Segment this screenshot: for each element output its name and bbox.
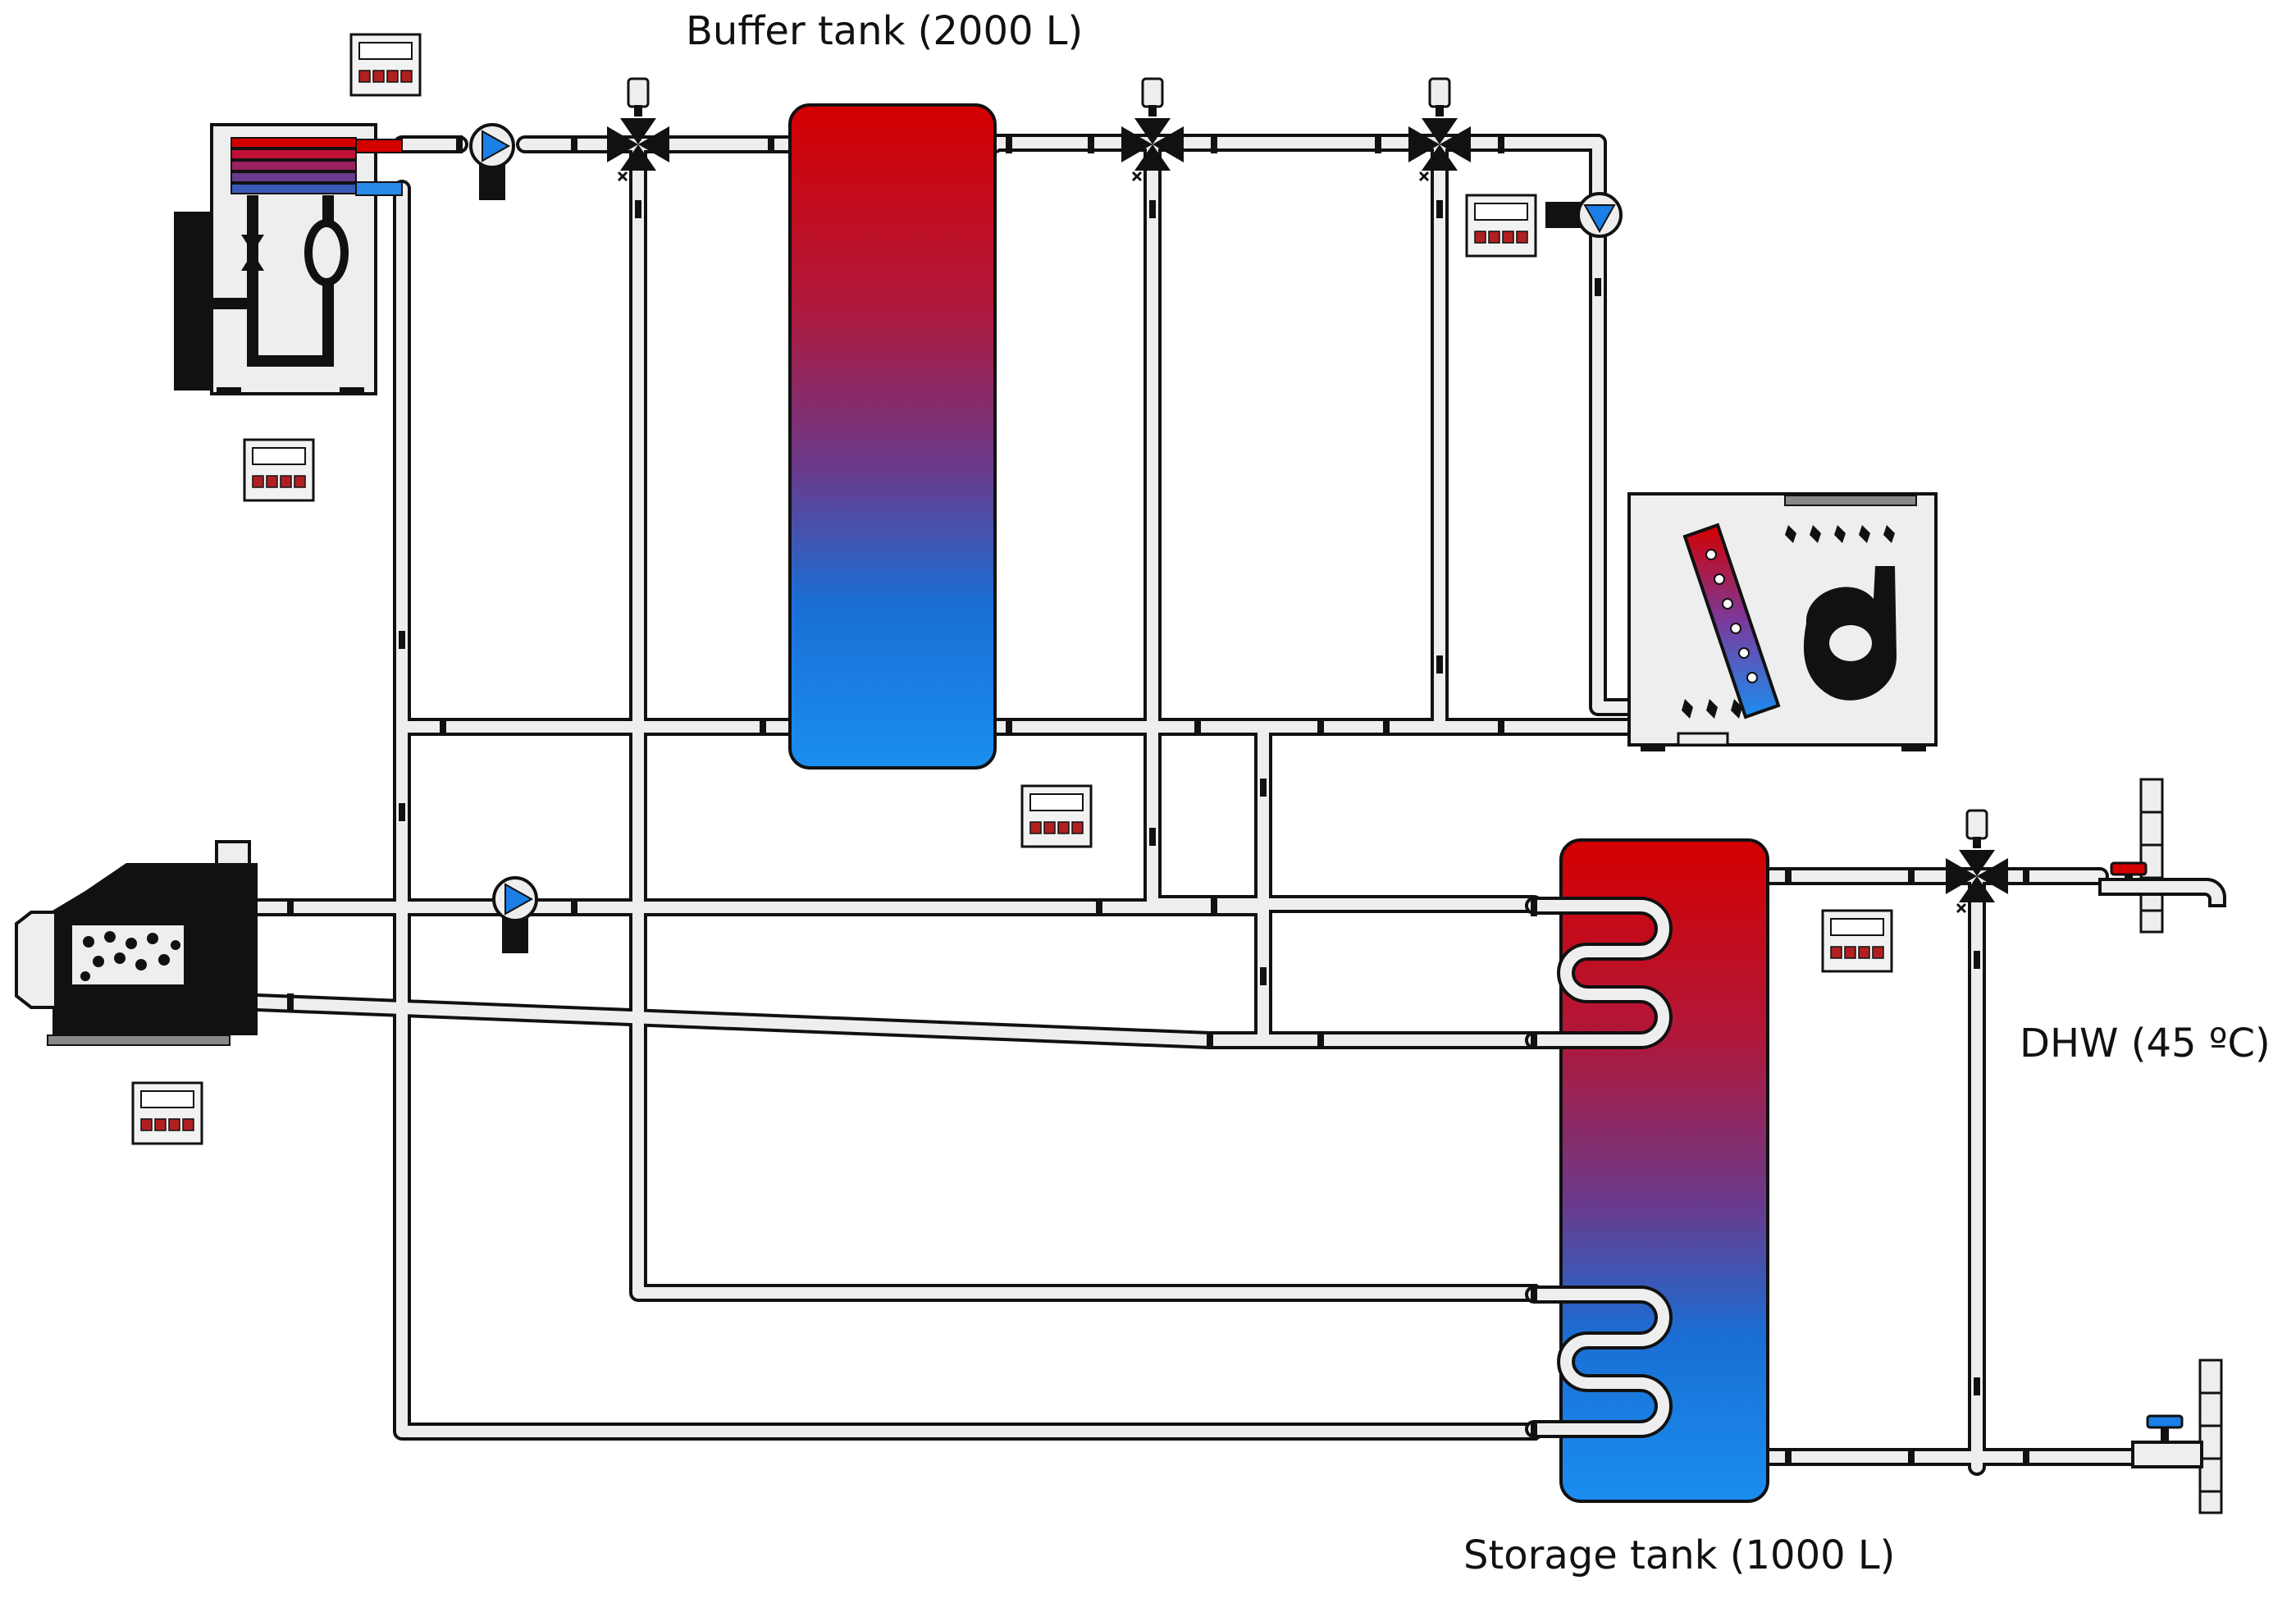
three-way-mixing-valve-icon — [1946, 809, 2008, 914]
dhw-label: DHW (45 ºC) — [2020, 1021, 2271, 1066]
pipe-joint — [2023, 867, 2029, 885]
three-way-mixing-valve-icon — [1408, 77, 1471, 182]
storage-tank-label: Storage tank (1000 L) — [1463, 1532, 1896, 1578]
pipe-joint — [1785, 867, 1792, 885]
heat-pump-icon — [174, 123, 403, 395]
pipe-joint — [1317, 718, 1324, 736]
pipe-joint — [1096, 898, 1102, 916]
pipe-joint — [2023, 1448, 2029, 1466]
pipe-joint — [571, 135, 577, 153]
pipe-joint — [1088, 135, 1094, 153]
pipe-joint — [399, 631, 405, 649]
pipe-joint — [287, 993, 294, 1012]
pipe-joint — [1211, 135, 1217, 153]
three-way-mixing-valve-icon — [1121, 77, 1184, 182]
biomass-boiler-icon — [15, 840, 258, 1046]
pipe-joint — [1974, 951, 1980, 969]
pipe-joint — [1436, 655, 1443, 674]
pipe-joint — [1194, 718, 1201, 736]
storage-lower-coil — [1525, 1286, 1673, 1438]
pipe-joint — [1260, 779, 1267, 797]
controller-icon — [1465, 194, 1537, 258]
circulation-pump-icon — [1545, 192, 1623, 238]
pipe-joint — [760, 718, 766, 736]
pipe — [1147, 139, 1540, 910]
pipe-joint — [1785, 1448, 1792, 1466]
pipe-joint — [1006, 718, 1012, 736]
pipe-joint — [1498, 718, 1504, 736]
pipe-joint — [1317, 1031, 1324, 1049]
pipe-joint — [1006, 135, 1012, 153]
buffer-tank-label: Buffer tank (2000 L) — [686, 8, 1084, 54]
hot-water-tap-icon — [2098, 861, 2226, 907]
pipe-joint — [1908, 867, 1915, 885]
storage-upper-coil — [1525, 897, 1673, 1049]
pipe-joint — [1974, 1377, 1980, 1395]
pipe-joint — [1531, 1423, 1537, 1441]
pipe-joint — [571, 898, 577, 916]
pipe-joint — [768, 135, 774, 153]
cold-water-inlet-icon — [2131, 1414, 2203, 1468]
pipe-joint — [1531, 898, 1537, 916]
pipe-joint — [1595, 278, 1601, 296]
pipe-joint — [1149, 200, 1156, 218]
pipe-joint — [1375, 135, 1381, 153]
pipe-outline — [1143, 135, 1543, 913]
pipe-joint — [635, 200, 641, 218]
pipe — [1592, 137, 1635, 713]
pipe-joint — [1207, 1031, 1213, 1049]
controller-icon — [243, 438, 315, 502]
dhw-wall-lower — [2198, 1359, 2223, 1514]
pipe-joint — [399, 803, 405, 821]
pipe-joint — [456, 135, 463, 153]
pipe-joint — [440, 718, 446, 736]
pipe-joint — [1260, 967, 1267, 985]
pipe-joint — [1531, 1284, 1537, 1302]
three-way-mixing-valve-icon — [607, 77, 669, 182]
circulation-pump-icon — [469, 123, 515, 200]
pipe — [632, 139, 1540, 1299]
pipe-joint — [1436, 200, 1443, 218]
dhw-wall-upper — [2139, 778, 2164, 934]
pipe-joint — [1383, 718, 1390, 736]
pipe-joint — [287, 898, 294, 916]
pipe-joint — [1531, 1031, 1537, 1049]
circulation-pump-icon — [492, 876, 538, 953]
controller-icon — [349, 33, 422, 97]
pipe-joint — [1211, 898, 1217, 916]
pipe — [396, 183, 1540, 1437]
pipe-joint — [1498, 135, 1504, 153]
pipe-joint — [1149, 828, 1156, 846]
controller-icon — [131, 1081, 203, 1145]
solar-collector-unit-icon — [1627, 492, 1938, 751]
controller-icon — [1821, 909, 1893, 973]
controller-icon — [1020, 784, 1093, 848]
buffer-tank — [788, 103, 997, 770]
storage-tank — [1525, 838, 1769, 1503]
pipe-joint — [1908, 1448, 1915, 1466]
